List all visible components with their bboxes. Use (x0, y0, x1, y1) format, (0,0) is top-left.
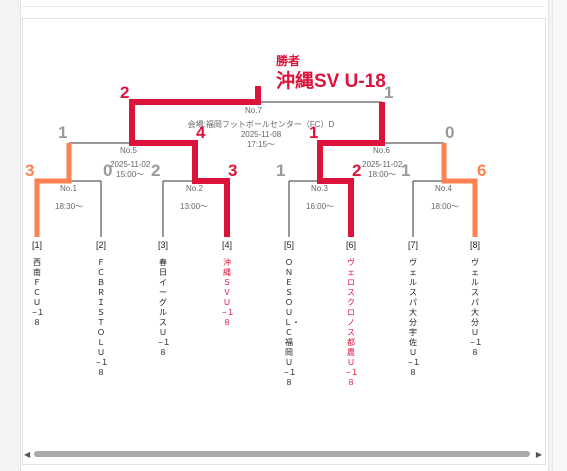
match-no5-date: 2025-11-02 (110, 160, 151, 169)
score-r1-8: 6 (477, 161, 487, 180)
match-no6-time: 18:00〜 (368, 170, 397, 179)
team-3-number: [3] (157, 240, 168, 250)
team-4-name[interactable]: 沖縄ＳＶ Ｕ−１８ (222, 258, 239, 327)
match-no2-time: 13:00〜 (180, 202, 209, 211)
score-r1-6: 2 (352, 161, 362, 180)
right-side-strip (552, 0, 567, 471)
score-r1-3: 2 (151, 161, 161, 180)
team-3-name[interactable]: 春日イーグルスＵ−１８ (158, 258, 171, 357)
team-7-name[interactable]: ヴェルスパ大分宇佐Ｕ−１８ (408, 258, 421, 377)
team-6-name[interactable]: ヴェロスクロノス都農Ｕ−１８ (346, 258, 359, 387)
team-6-number: [6] (345, 240, 356, 250)
team-2-name[interactable]: ＦＣ ＢＲＩＳＴＯＬ Ｕ−１８ (96, 258, 113, 377)
match-no5: No.5 (120, 146, 137, 155)
match-no1-time: 18:30〜 (55, 202, 84, 211)
team-8-number: [8] (469, 240, 480, 250)
match-no3-time: 16:00〜 (306, 202, 335, 211)
score-r1-5: 1 (276, 161, 286, 180)
venue-info: 会場:福岡フットボールセンター（FC）D 2025-11-08 17:15〜 (176, 120, 346, 150)
team-4-number: [4] (221, 240, 232, 250)
team-5-number: [5] (283, 240, 294, 250)
venue-time: 17:15〜 (246, 140, 276, 149)
score-semi2-left: 1 (309, 123, 319, 142)
match-no4: No.4 (435, 184, 452, 193)
top-edge (22, 0, 544, 7)
match-no6: No.6 (373, 146, 390, 155)
scroll-left-icon[interactable]: ◀ (24, 450, 31, 459)
match-no6-date: 2025-11-02 (362, 160, 403, 169)
score-semi1-right: 4 (196, 123, 206, 142)
team-2-number: [2] (95, 240, 106, 250)
winner-label: 勝者 (276, 54, 301, 68)
team-5-name[interactable]: ＯＮＥ ＳＯＵＬ・Ｃ福岡Ｕ−１８ (284, 258, 301, 387)
match-no4-time: 18:00〜 (431, 202, 460, 211)
orange-paths (34, 143, 478, 237)
score-r1-1: 3 (25, 161, 35, 180)
match-no5-datetime: 2025-11-02 15:00〜 (110, 160, 150, 180)
venue-name: 会場:福岡フットボールセンター（FC）D (187, 120, 335, 129)
team-1-name[interactable]: 西南ＦＣ Ｕ−１８ (32, 258, 49, 327)
scroll-right-icon[interactable]: ▶ (535, 450, 542, 459)
match-no7: No.7 (245, 106, 262, 115)
team-7-number: [7] (407, 240, 418, 250)
score-semi1-left: 1 (58, 123, 68, 142)
score-final-right: 1 (384, 83, 394, 102)
tournament-card (22, 18, 546, 465)
winner-name: 沖縄SV U-18 (276, 71, 386, 92)
match-no2: No.2 (186, 184, 203, 193)
horizontal-scrollbar[interactable]: ◀ ▶ (22, 448, 544, 460)
score-semi2-right: 0 (445, 123, 455, 142)
winner-path (129, 86, 385, 237)
team-8-name[interactable]: ヴェルスパ大分Ｕ−１８ (470, 258, 483, 357)
team-1-number: [1] (31, 240, 42, 250)
match-no5-time: 15:00〜 (116, 170, 145, 179)
score-r1-7: 1 (401, 161, 411, 180)
score-r1-2: 0 (103, 161, 113, 180)
score-final-left: 2 (120, 83, 130, 102)
score-r1-4: 3 (228, 161, 238, 180)
venue-date: 2025-11-08 (240, 130, 282, 139)
scrollbar-thumb[interactable] (34, 451, 530, 457)
match-no3: No.3 (311, 184, 328, 193)
match-no1: No.1 (60, 184, 77, 193)
match-no6-datetime: 2025-11-02 18:00〜 (362, 160, 402, 180)
